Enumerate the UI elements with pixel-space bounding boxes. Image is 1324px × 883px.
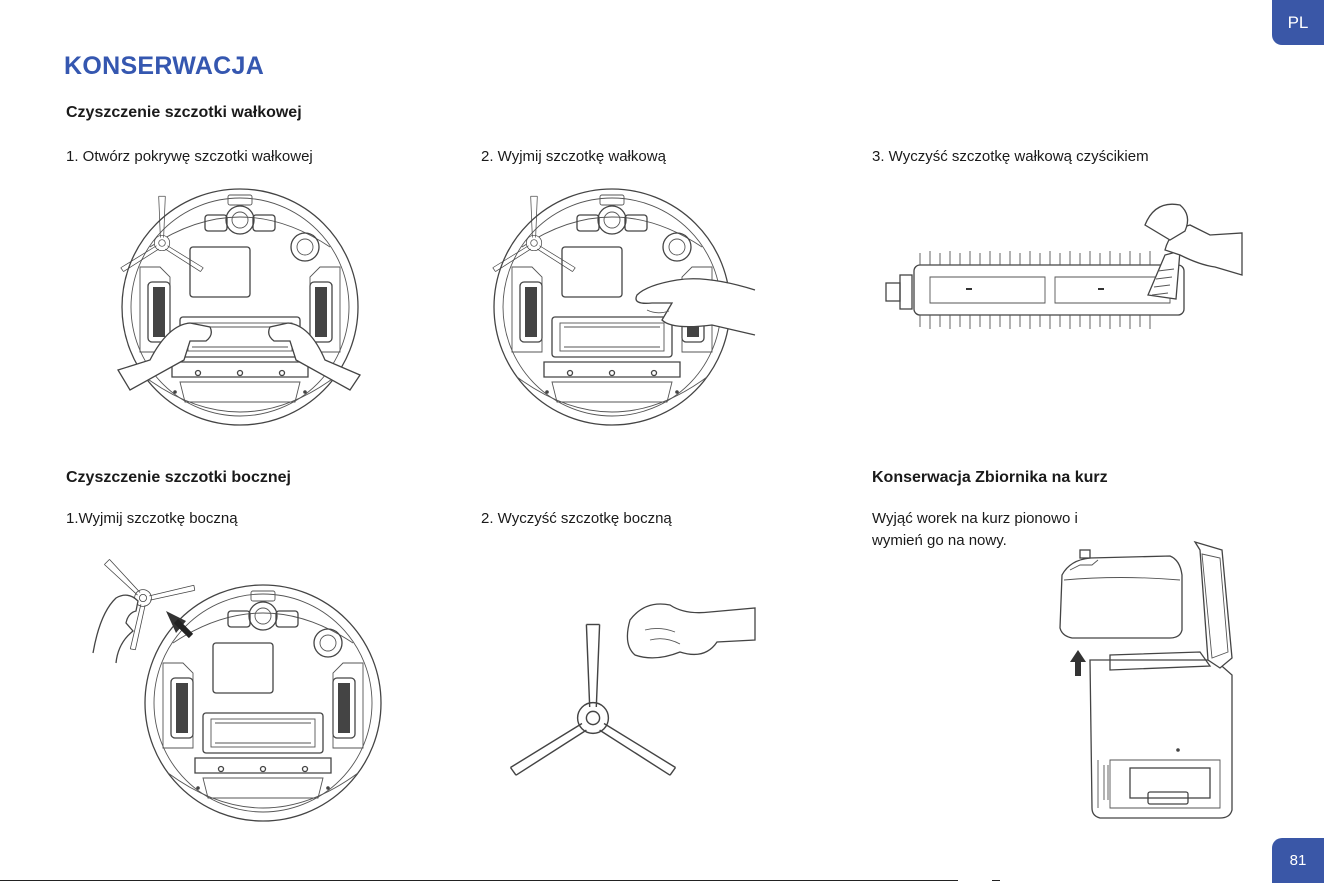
dust-bin-line-2: wymień go na nowy. — [872, 532, 1007, 549]
roller-step-1: 1. Otwórz pokrywę szczotki wałkowej — [66, 148, 313, 165]
footer-mark — [992, 880, 1000, 881]
roller-step-2: 2. Wyjmij szczotkę wałkową — [481, 148, 666, 165]
illustration-remove-roller — [492, 188, 756, 426]
dust-bin-heading: Konserwacja Zbiornika na kurz — [872, 469, 1108, 486]
illustration-dust-bag — [1059, 540, 1233, 819]
illustration-remove-side-brush — [88, 553, 382, 822]
side-step-1: 1.Wyjmij szczotkę boczną — [66, 510, 238, 527]
side-step-2: 2. Wyczyść szczotkę boczną — [481, 510, 672, 527]
footer-rule — [0, 880, 958, 881]
illustration-clean-roller — [885, 203, 1243, 329]
roller-step-3: 3. Wyczyść szczotkę wałkową czyścikiem — [872, 148, 1149, 165]
side-brush-heading: Czyszczenie szczotki bocznej — [66, 469, 291, 486]
roller-brush-heading: Czyszczenie szczotki wałkowej — [66, 104, 302, 121]
language-tab: PL — [1272, 0, 1324, 45]
illustration-clean-side-brush — [509, 603, 756, 776]
page-title: KONSERWACJA — [64, 52, 265, 80]
dust-bin-line-1: Wyjąć worek na kurz pionowo i — [872, 510, 1078, 527]
page-number-tab: 81 — [1272, 838, 1324, 883]
illustration-open-cover — [117, 188, 361, 426]
dust-bin-instruction: Wyjąć worek na kurz pionowo i wymień go … — [872, 508, 1132, 552]
